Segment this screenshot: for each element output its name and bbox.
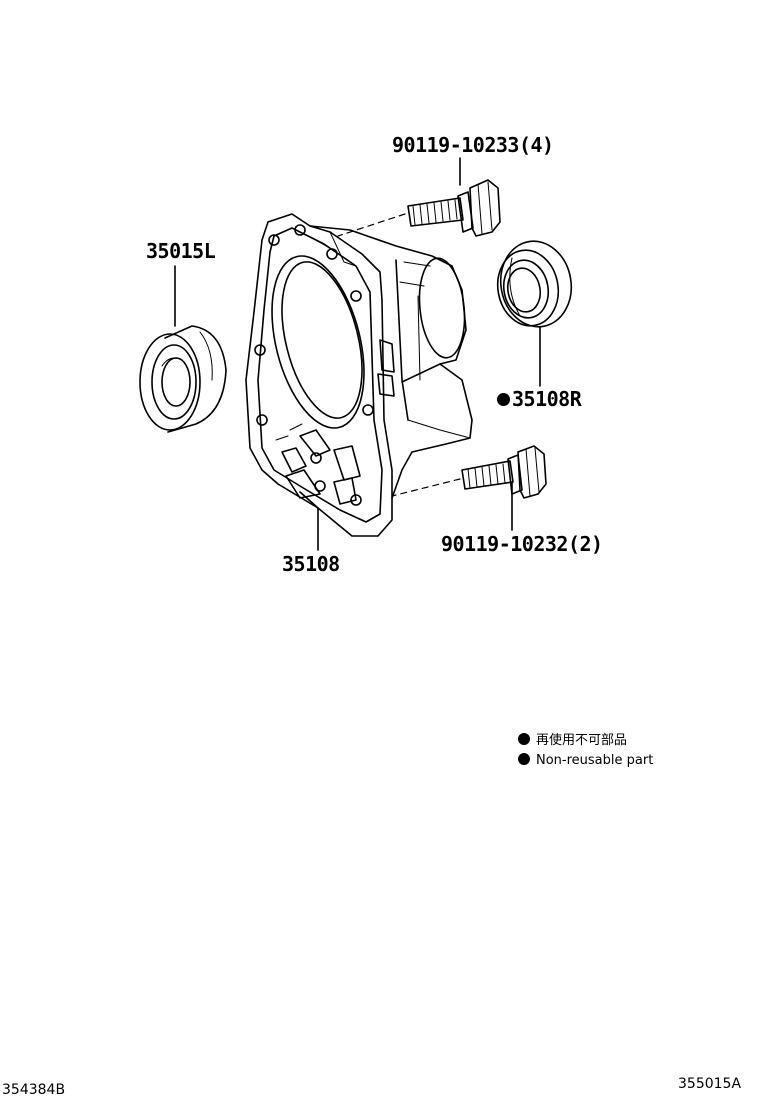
alignment-lines xyxy=(338,214,460,496)
legend-row-japanese: 再使用不可部品 xyxy=(518,732,627,750)
part-label-bearing[interactable]: 35015L xyxy=(146,239,216,263)
part-label-housing[interactable]: 35108 xyxy=(282,552,340,576)
non-reusable-legend-icon xyxy=(518,733,530,745)
bolt-top-shape xyxy=(408,180,500,236)
diagram-code-right: 355015A xyxy=(678,1076,742,1092)
legend-text-japanese: 再使用不可部品 xyxy=(536,733,628,748)
bolt-bottom-shape xyxy=(462,446,546,498)
part-label-oil-seal-text: 35108R xyxy=(512,387,582,411)
housing-shape xyxy=(246,214,472,536)
legend-row-english: Non-reusable part xyxy=(518,752,653,770)
non-reusable-legend-icon xyxy=(518,753,530,765)
part-label-bolt-bottom[interactable]: 90119-10232(2) xyxy=(441,532,603,556)
part-label-oil-seal[interactable]: 35108R xyxy=(497,387,582,411)
bearing-shape xyxy=(140,326,226,432)
legend-text-english: Non-reusable part xyxy=(536,753,654,768)
non-reusable-marker-icon xyxy=(497,393,510,406)
oil-seal-shape xyxy=(492,236,578,333)
part-label-bolt-top[interactable]: 90119-10233(4) xyxy=(392,133,554,157)
diagram-code-left: 354384B xyxy=(2,1082,66,1098)
leader-lines xyxy=(175,158,540,550)
